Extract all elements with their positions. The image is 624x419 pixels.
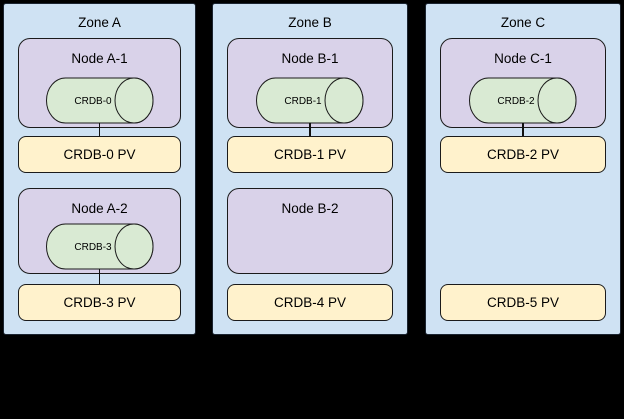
crdb-1-pod-cylinder-icon: CRDB-1 [256,77,364,124]
node-c1-label: Node C-1 [494,51,552,66]
zone-a: Zone A Node A-1 CRDB-0 CRDB-0 PV Node A-… [3,3,196,335]
zone-b: Zone B Node B-1 CRDB-1 CRDB-1 PV Node B-… [212,3,408,335]
crdb-2-pod-label: CRDB-2 [497,96,535,107]
crdb-2-pod-cylinder-icon: CRDB-2 [469,77,577,124]
node-b2-label: Node B-2 [281,201,339,216]
crdb-0-pv-box: CRDB-0 PV [18,136,181,173]
crdb-3-pod-cylinder-icon: CRDB-3 [45,223,153,270]
crdb-1-pod-label: CRDB-1 [284,96,322,107]
crdb-0-pod-label: CRDB-0 [74,96,112,107]
zone-c: Zone C Node C-1 CRDB-2 CRDB-2 PV CRDB-5 … [425,3,621,335]
zone-a-title: Zone A [78,15,121,30]
zone-c-title: Zone C [500,15,546,30]
crdb-4-pv-box: CRDB-4 PV [227,284,393,321]
crdb-2-pv-box: CRDB-2 PV [440,136,606,173]
connector-line [522,123,524,136]
connector-line [309,123,311,136]
crdb-5-pv-box: CRDB-5 PV [440,284,606,321]
zone-b-title: Zone B [288,15,332,30]
node-b2: Node B-2 [227,188,393,274]
connector-line [98,123,100,136]
node-a1-label: Node A-1 [71,51,128,66]
crdb-1-pv-box: CRDB-1 PV [227,136,393,173]
connector-line [98,269,100,284]
crdb-3-pod-label: CRDB-3 [74,242,112,253]
node-a2-label: Node A-2 [71,201,128,216]
crdb-0-pod-cylinder-icon: CRDB-0 [45,77,153,124]
crdb-3-pv-box: CRDB-3 PV [18,284,181,321]
node-b1-label: Node B-1 [281,51,339,66]
